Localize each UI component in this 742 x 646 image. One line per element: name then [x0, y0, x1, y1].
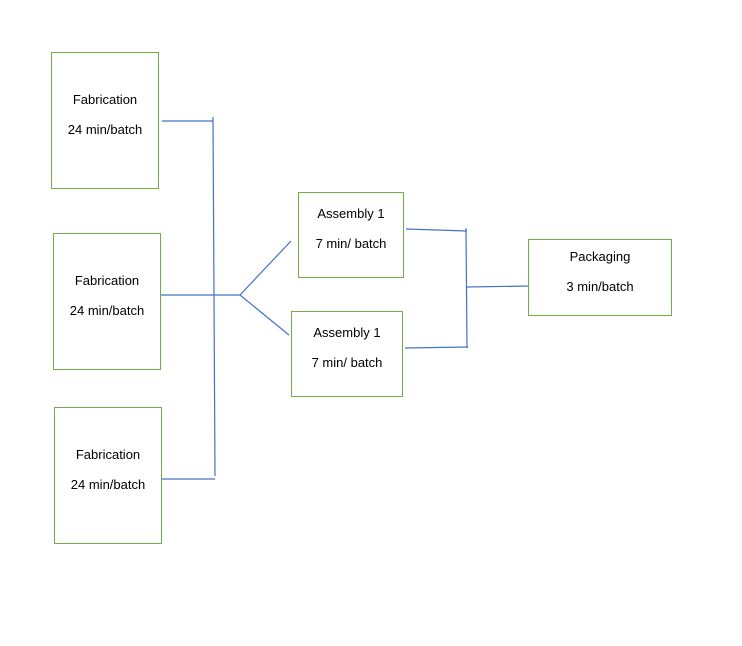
assembly-2-rate: 7 min/ batch: [311, 355, 383, 370]
connector-assembly-1-out: [405, 228, 468, 232]
fabrication-2-rate: 24 min/batch: [69, 303, 145, 318]
connector-to-packaging: [466, 285, 531, 288]
assembly-2-title: Assembly 1: [313, 325, 381, 340]
fabrication-2-title: Fabrication: [74, 273, 140, 288]
fabrication-3-title: Fabrication: [75, 447, 141, 462]
connector-assembly-merge-bar: [465, 227, 468, 349]
connector-fabrication-merge-bar: [212, 116, 216, 477]
fabrication-3-box: Fabrication 24 min/batch: [54, 407, 162, 544]
fabrication-1-rate: 24 min/batch: [67, 122, 143, 137]
fabrication-2-box: Fabrication 24 min/batch: [53, 233, 161, 370]
assembly-2-box: Assembly 1 7 min/ batch: [291, 311, 403, 397]
assembly-1-rate: 7 min/ batch: [315, 236, 387, 251]
fabrication-1-box: Fabrication 24 min/batch: [51, 52, 159, 189]
connector-split-to-assembly-1: [239, 240, 292, 296]
packaging-box: Packaging 3 min/batch: [528, 239, 672, 316]
packaging-title: Packaging: [569, 249, 631, 264]
fabrication-1-title: Fabrication: [72, 92, 138, 107]
assembly-1-title: Assembly 1: [317, 206, 385, 221]
fabrication-3-rate: 24 min/batch: [70, 477, 146, 492]
connector-split-to-assembly-2: [239, 294, 290, 336]
packaging-rate: 3 min/batch: [566, 279, 634, 294]
assembly-1-box: Assembly 1 7 min/ batch: [298, 192, 404, 278]
connector-assembly-2-out: [404, 346, 469, 349]
